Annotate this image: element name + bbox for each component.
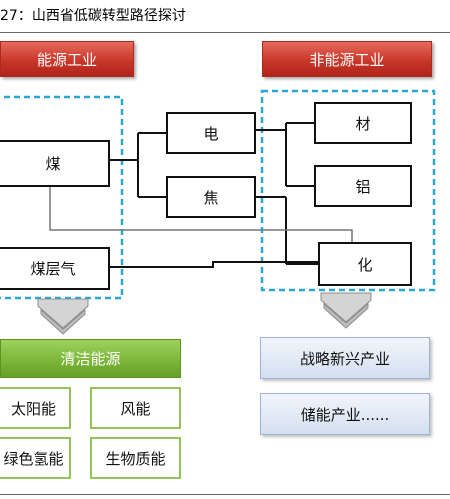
coal-node: 煤 bbox=[0, 140, 110, 187]
non-energy-down-chevron bbox=[320, 292, 372, 329]
chemical-node: 化 bbox=[318, 242, 412, 286]
bottom-rule bbox=[0, 494, 450, 495]
electricity-node: 电 bbox=[166, 112, 256, 154]
green-hydrogen-box: 绿色氢能 bbox=[0, 437, 71, 479]
clean-energy-header: 清洁能源 bbox=[0, 339, 181, 378]
non-energy-industry-header: 非能源工业 bbox=[262, 41, 432, 77]
top-rule bbox=[0, 32, 450, 33]
strategic-emerging-industry-box: 战略新兴产业 bbox=[260, 337, 430, 379]
aluminum-node: 铝 bbox=[314, 165, 412, 207]
energy-group-dashed-border bbox=[0, 95, 124, 300]
energy-down-chevron bbox=[37, 298, 89, 335]
materials-node: 材 bbox=[314, 102, 412, 144]
energy-industry-header: 能源工业 bbox=[0, 41, 134, 77]
coalbed-gas-node: 煤层气 bbox=[0, 247, 110, 290]
energy-storage-industry-box: 储能产业...... bbox=[260, 393, 430, 435]
non-energy-group-dashed-border bbox=[260, 89, 436, 292]
coke-node: 焦 bbox=[166, 176, 256, 218]
wind-box: 风能 bbox=[90, 387, 181, 429]
coal-to-chemical-line bbox=[49, 187, 353, 242]
biomass-box: 生物质能 bbox=[90, 437, 181, 479]
page-title: 27：山西省低碳转型路径探讨 bbox=[0, 8, 186, 24]
solar-box: 太阳能 bbox=[0, 387, 71, 429]
